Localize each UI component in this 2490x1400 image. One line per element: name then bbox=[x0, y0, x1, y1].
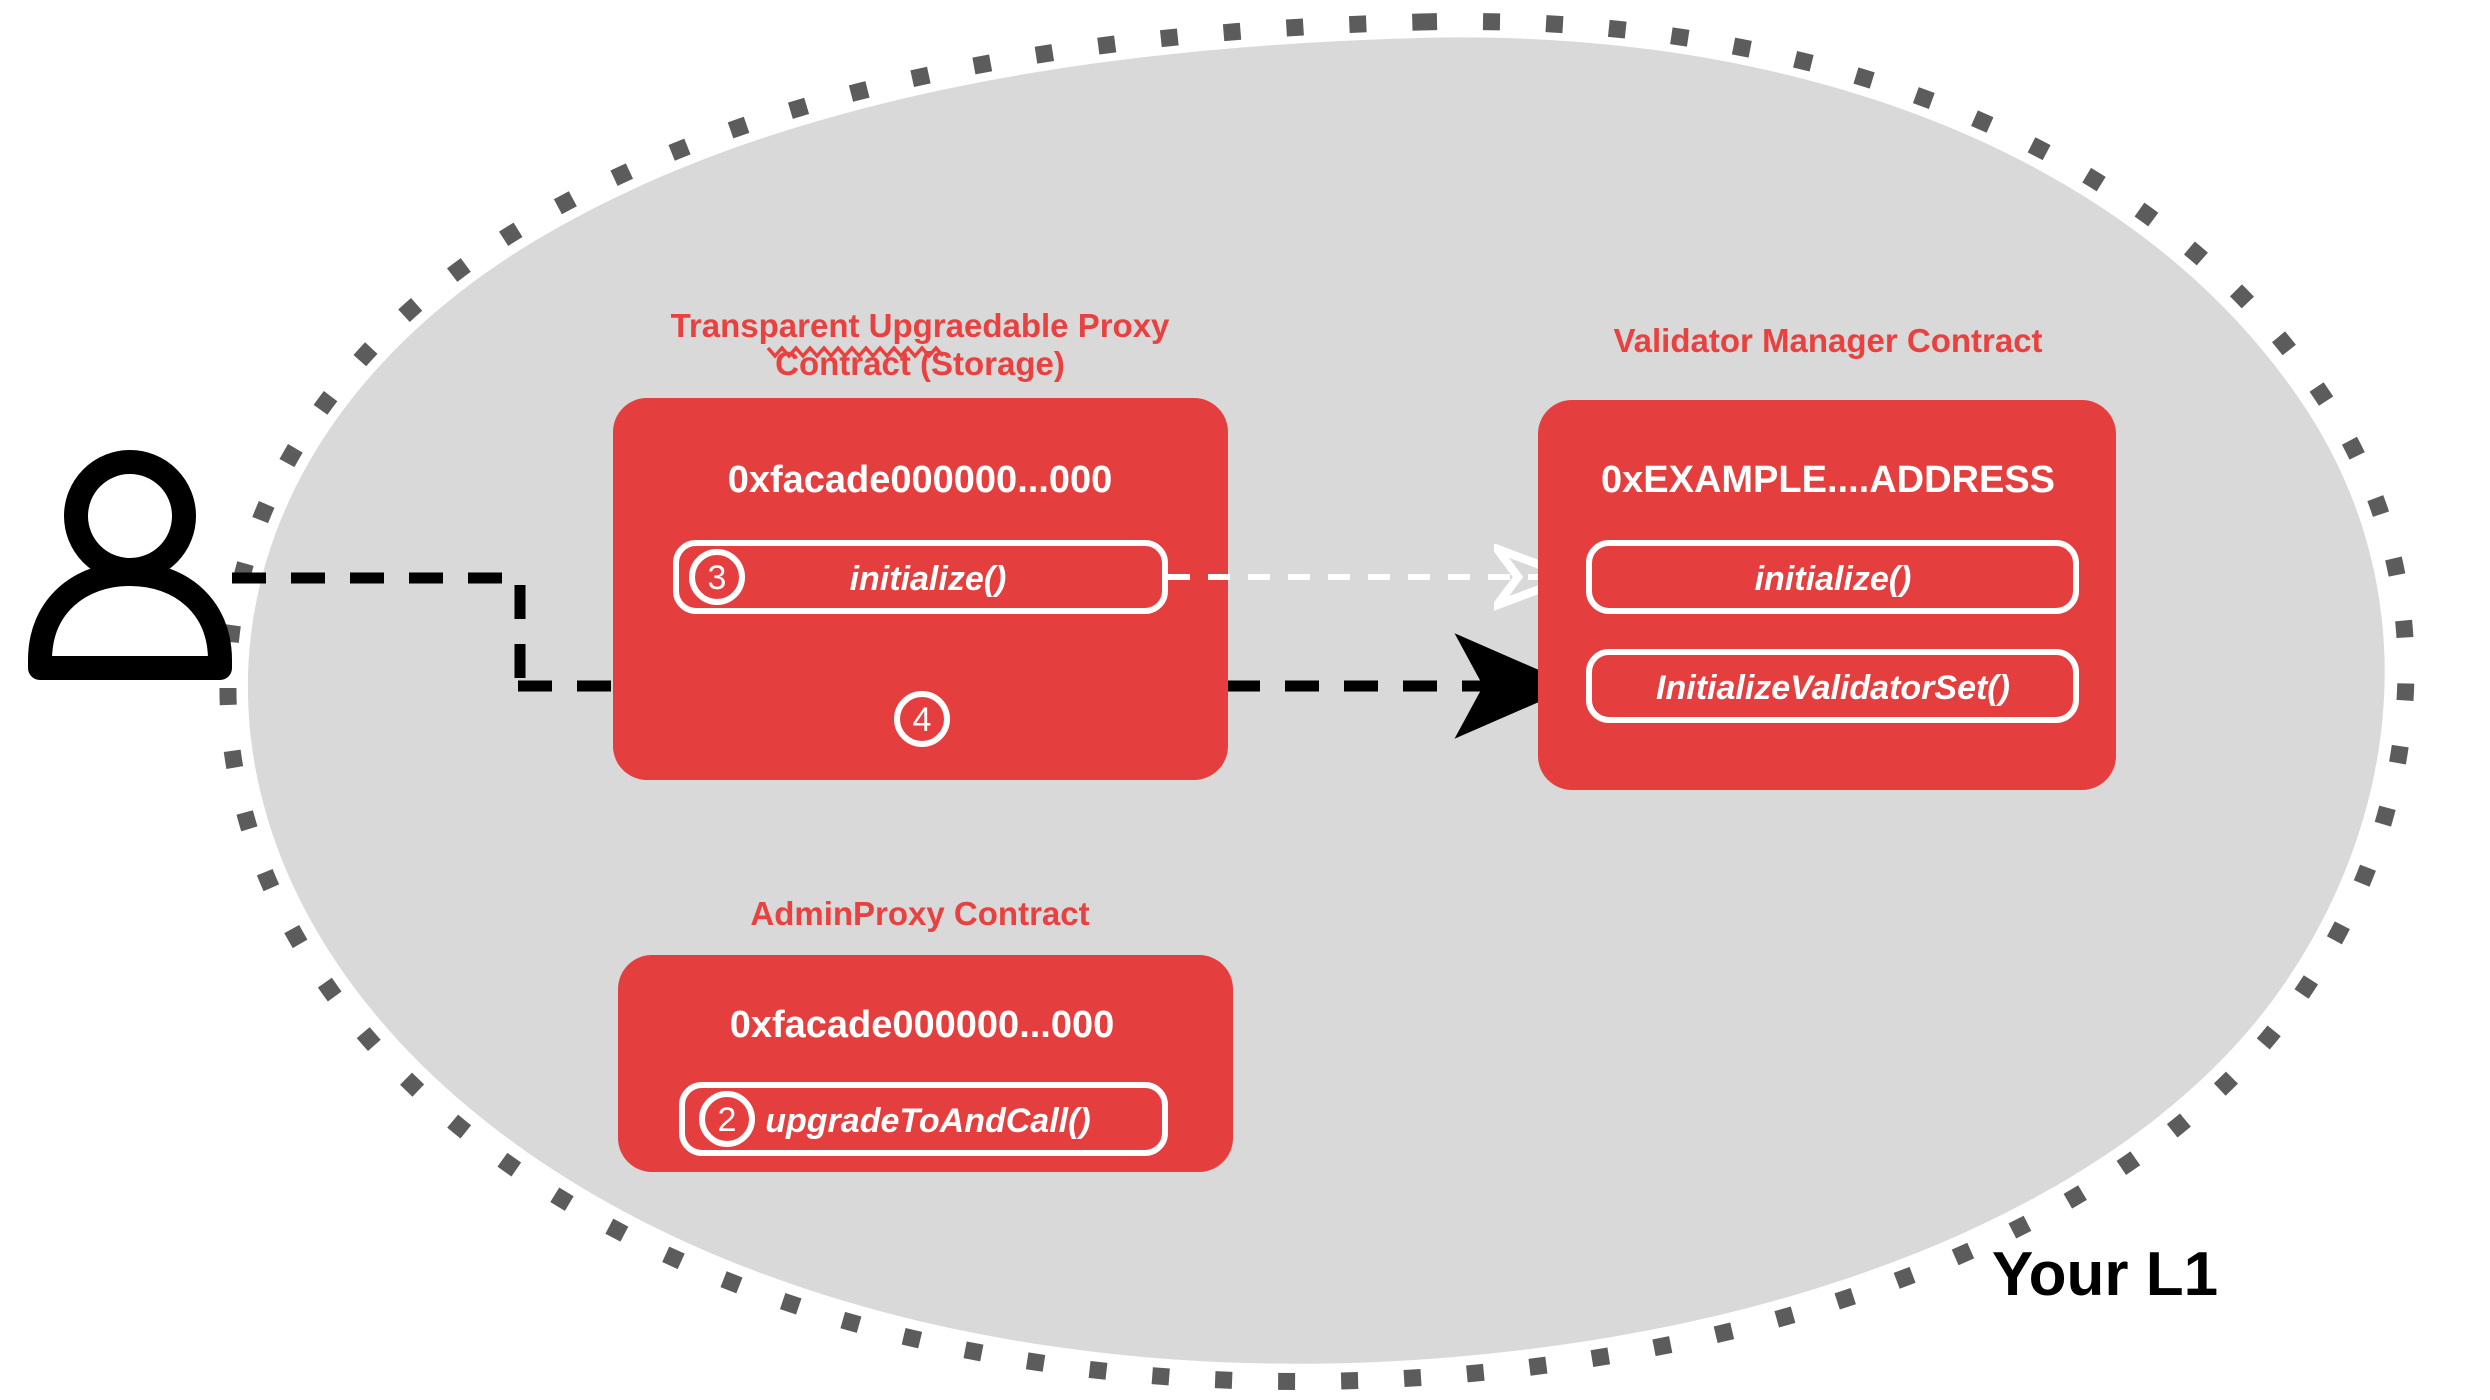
step-badge-4-label: 4 bbox=[913, 701, 932, 739]
card-validator-body[interactable] bbox=[1538, 400, 2116, 790]
method-upgrade-to-and-call-outline[interactable] bbox=[679, 1082, 1168, 1156]
method-validator-initialize-outline[interactable] bbox=[1586, 540, 2079, 614]
method-proxy-initialize[interactable]: 3 initialize() bbox=[673, 540, 1168, 614]
card-proxy-address: 0xfacade000000...000 bbox=[728, 459, 1113, 501]
method-upgrade-to-and-call[interactable]: 2 upgradeToAndCall() bbox=[679, 1082, 1168, 1156]
method-upgrade-to-and-call-label: upgradeToAndCall() bbox=[765, 1102, 1091, 1140]
step-badge-4-circle bbox=[894, 691, 950, 747]
step-badge-2-circle bbox=[699, 1091, 755, 1147]
region-label: Your L1 bbox=[1992, 1240, 2218, 1309]
method-validator-initialize-label: initialize() bbox=[1755, 560, 1912, 598]
method-validator-initialize[interactable]: initialize() bbox=[1586, 540, 2079, 614]
card-validator-title: Validator Manager Contract bbox=[1613, 322, 2042, 359]
method-initialize-validator-set-outline[interactable] bbox=[1586, 649, 2079, 723]
person-icon bbox=[28, 450, 232, 680]
card-proxy-contract[interactable]: Transparent Upgraedable Proxy Contract (… bbox=[613, 307, 1228, 780]
flow-user-to-proxy-initialize bbox=[232, 572, 526, 686]
method-initialize-validator-set-label: InitializeValidatorSet() bbox=[1656, 669, 2010, 707]
region-dotted-border bbox=[219, 12, 2415, 1390]
card-admin-proxy-address: 0xfacade000000...000 bbox=[730, 1004, 1115, 1046]
card-validator-address: 0xEXAMPLE....ADDRESS bbox=[1601, 459, 2055, 501]
card-admin-proxy-body[interactable] bbox=[618, 955, 1233, 1172]
card-proxy-body[interactable] bbox=[613, 398, 1228, 780]
step-badge-3-label: 3 bbox=[708, 559, 727, 597]
method-proxy-initialize-outline[interactable] bbox=[673, 540, 1168, 614]
card-proxy-title-line1: Transparent Upgraedable Proxy bbox=[671, 307, 1170, 344]
card-admin-proxy-contract[interactable]: AdminProxy Contract 0xfacade000000...000… bbox=[618, 895, 1233, 1172]
card-admin-proxy-title: AdminProxy Contract bbox=[750, 895, 1089, 932]
step-badge-4: 4 bbox=[894, 691, 950, 747]
card-validator-manager-contract[interactable]: Validator Manager Contract 0xEXAMPLE....… bbox=[1538, 322, 2116, 790]
step-badge-3-circle bbox=[689, 549, 745, 605]
step-badge-2-label: 2 bbox=[718, 1101, 737, 1139]
method-proxy-initialize-label: initialize() bbox=[850, 560, 1007, 598]
spellcheck-squiggle-icon bbox=[766, 345, 945, 359]
method-validator-initialize-validator-set[interactable]: InitializeValidatorSet() bbox=[1586, 649, 2079, 723]
